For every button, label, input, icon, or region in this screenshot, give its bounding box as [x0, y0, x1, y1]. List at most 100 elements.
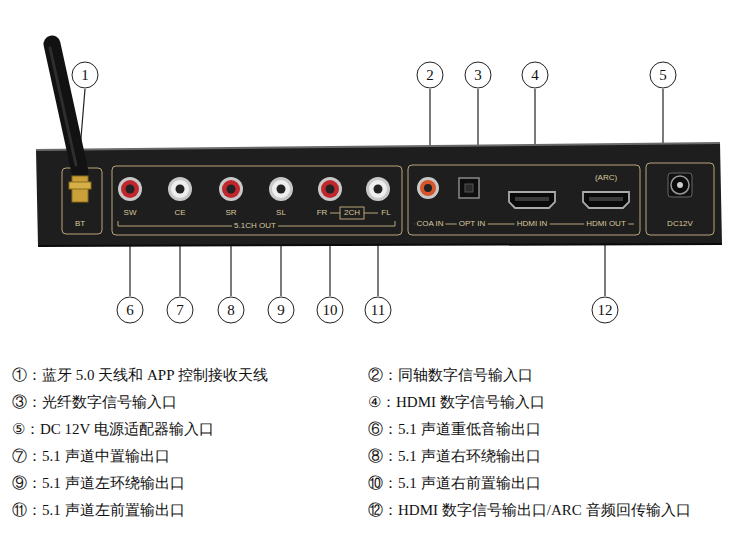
- rca-jack: [171, 180, 189, 198]
- callout-number: 3: [474, 68, 482, 83]
- antenna: [52, 44, 80, 172]
- description-text: ②：同轴数字信号输入口: [368, 366, 533, 384]
- callout-circle: 4: [522, 62, 549, 89]
- group-box: [340, 207, 364, 219]
- port-label: HDMI IN: [515, 220, 550, 229]
- callout-circle: 3: [465, 62, 492, 89]
- coax-jack: [417, 177, 439, 199]
- description-text: ⑫：HDMI 数字信号输出口/ARC 音频回传输入口: [368, 501, 691, 519]
- coax-jack: [424, 184, 432, 192]
- panel-body: [36, 143, 722, 246]
- optical-port: [459, 178, 479, 198]
- callout-circle: 2: [417, 62, 444, 89]
- group-line: [395, 221, 396, 226]
- description-text: ⑨：5.1 声道左环绕输出口: [12, 474, 185, 492]
- callout-number: 5: [659, 68, 667, 83]
- port-label: 2CH: [343, 209, 361, 218]
- port-label: COA IN: [414, 220, 445, 229]
- coax-jack: [420, 180, 436, 196]
- callout-number: 12: [598, 303, 613, 318]
- rca-jack: [366, 177, 390, 201]
- leader-line: [662, 89, 663, 144]
- description-text: ④：HDMI 数字信号输入口: [368, 393, 545, 411]
- port-label: SL: [274, 209, 288, 218]
- leader-line: [604, 240, 605, 296]
- callout-circle: 10: [317, 297, 344, 324]
- leader-line: [377, 240, 378, 296]
- leader-line: [230, 240, 231, 296]
- callout-number: 11: [371, 303, 385, 318]
- port-label: (ARC): [593, 174, 619, 183]
- rca-jack: [176, 185, 185, 194]
- leader-line: [280, 240, 281, 296]
- leader-line: [129, 240, 130, 296]
- port-label: OPT IN: [457, 220, 488, 229]
- callout-number: 10: [323, 303, 338, 318]
- hdmi-port: [583, 192, 629, 208]
- callout-number: 4: [531, 68, 539, 83]
- callout-number: 8: [227, 303, 235, 318]
- dc-jack: [677, 182, 683, 188]
- description-text: ⑥：5.1 声道重低音输出口: [368, 420, 541, 438]
- port-label: FL: [379, 209, 392, 218]
- rca-jack: [126, 185, 135, 194]
- port-label: DC12V: [665, 220, 695, 229]
- port-label: CE: [172, 209, 187, 218]
- description-text: ③：光纤数字信号输入口: [12, 393, 177, 411]
- rca-jack: [269, 177, 293, 201]
- dc-jack: [668, 173, 692, 197]
- panel-edge: [36, 143, 720, 150]
- port-label: HDMI OUT: [584, 220, 628, 229]
- description-text: ⑩：5.1 声道右前置输出口: [368, 474, 541, 492]
- leader-line: [329, 240, 330, 296]
- rca-jack: [222, 180, 240, 198]
- port-label: SW: [122, 209, 139, 218]
- callout-circle: 1: [72, 62, 99, 89]
- callout-number: 6: [126, 303, 134, 318]
- description-text: ⑦：5.1 声道中置输出口: [12, 447, 170, 465]
- callout-circle: 12: [592, 297, 619, 324]
- leader-line: [477, 89, 478, 147]
- port-label: 5.1CH OUT: [232, 222, 278, 231]
- description-text: ⑤：DC 12V 电源适配器输入口: [12, 420, 214, 438]
- leader-line: [534, 89, 535, 146]
- leader-line: [179, 240, 180, 296]
- panel-frame: [112, 166, 402, 235]
- port-label: BT: [73, 220, 87, 229]
- port-label: SR: [223, 209, 238, 218]
- callout-number: 7: [176, 303, 184, 318]
- rca-jack: [121, 180, 139, 198]
- description-text: ⑪：5.1 声道左前置输出口: [12, 501, 185, 519]
- optical-port: [465, 184, 473, 192]
- callout-circle: 6: [117, 297, 144, 324]
- rca-jacks: [118, 177, 439, 201]
- panel-frame: [62, 168, 102, 234]
- callout-number: 9: [277, 303, 285, 318]
- group-line: [118, 221, 119, 226]
- rca-jack: [326, 185, 335, 194]
- callout-circle: 9: [268, 297, 295, 324]
- rca-jack: [118, 177, 142, 201]
- callout-circle: 11: [365, 297, 392, 324]
- callout-circle: 7: [167, 297, 194, 324]
- callout-number: 2: [426, 68, 434, 83]
- description-text: ①：蓝牙 5.0 天线和 APP 控制接收天线: [12, 366, 268, 384]
- callout-number: 1: [81, 68, 89, 83]
- rca-jack: [369, 180, 387, 198]
- leader-line: [429, 89, 430, 147]
- rca-jack: [374, 185, 383, 194]
- rca-jack: [272, 180, 290, 198]
- description-text: ⑧：5.1 声道右环绕输出口: [368, 447, 541, 465]
- rca-jack: [227, 185, 236, 194]
- hdmi-port: [509, 192, 555, 208]
- hdmi-port: [589, 197, 623, 201]
- antenna-nut: [69, 182, 91, 189]
- panel-frame: [646, 163, 714, 235]
- antenna-highlight: [50, 48, 76, 165]
- rca-jack: [168, 177, 192, 201]
- hdmi-port: [515, 197, 549, 201]
- port-label: FR: [315, 209, 330, 218]
- dc-jack: [671, 176, 689, 194]
- callout-circle: 8: [218, 297, 245, 324]
